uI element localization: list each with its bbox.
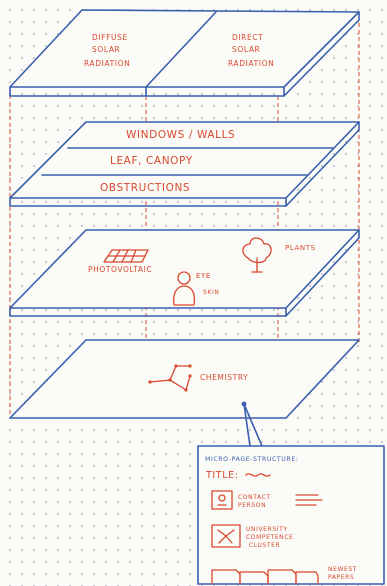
obstructions-label: OBSTRUCTIONS (100, 182, 190, 194)
micro-page-structure-callout: MICRO-PAGE-STRUCTURE: TITLE: CONTACT PER… (198, 446, 384, 584)
layer-obstructions: WINDOWS / WALLS LEAF, CANOPY OBSTRUCTION… (10, 122, 359, 206)
eye-label: EYE (196, 272, 211, 280)
callout-title: MICRO-PAGE-STRUCTURE: (205, 456, 299, 463)
svg-text:RADIATION: RADIATION (228, 59, 274, 68)
svg-text:DIRECT: DIRECT (232, 33, 263, 42)
svg-text:SOLAR: SOLAR (92, 45, 120, 54)
competence-label: COMPETENCE (246, 534, 293, 541)
svg-text:SOLAR: SOLAR (232, 45, 260, 54)
layer-solar-radiation: DIFFUSE SOLAR RADIATION DIRECT SOLAR RAD… (10, 10, 359, 96)
person-label: PERSON (238, 502, 266, 509)
layer-chemistry: CHEMISTRY (10, 340, 359, 418)
chemistry-label: CHEMISTRY (200, 373, 248, 382)
photovoltaic-label: PHOTOVOLTAIC (88, 265, 152, 274)
title-field-label: TITLE: (205, 470, 239, 481)
plants-label: PLANTS (285, 244, 316, 252)
newest-label: NEWEST (328, 566, 357, 573)
contact-label: CONTACT (238, 494, 271, 501)
university-label: UNIVERSITY (246, 526, 288, 533)
skin-label: SKIN (203, 289, 219, 296)
svg-text:DIFFUSE: DIFFUSE (92, 33, 128, 42)
leaf-canopy-label: LEAF, CANOPY (110, 155, 193, 167)
svg-text:RADIATION: RADIATION (84, 59, 130, 68)
layer-receivers: PHOTOVOLTAIC EYE SKIN PLANTS (10, 230, 359, 316)
cluster-label: CLUSTER (249, 542, 280, 549)
windows-walls-label: WINDOWS / WALLS (126, 129, 235, 141)
papers-label: PAPERS (328, 574, 354, 581)
